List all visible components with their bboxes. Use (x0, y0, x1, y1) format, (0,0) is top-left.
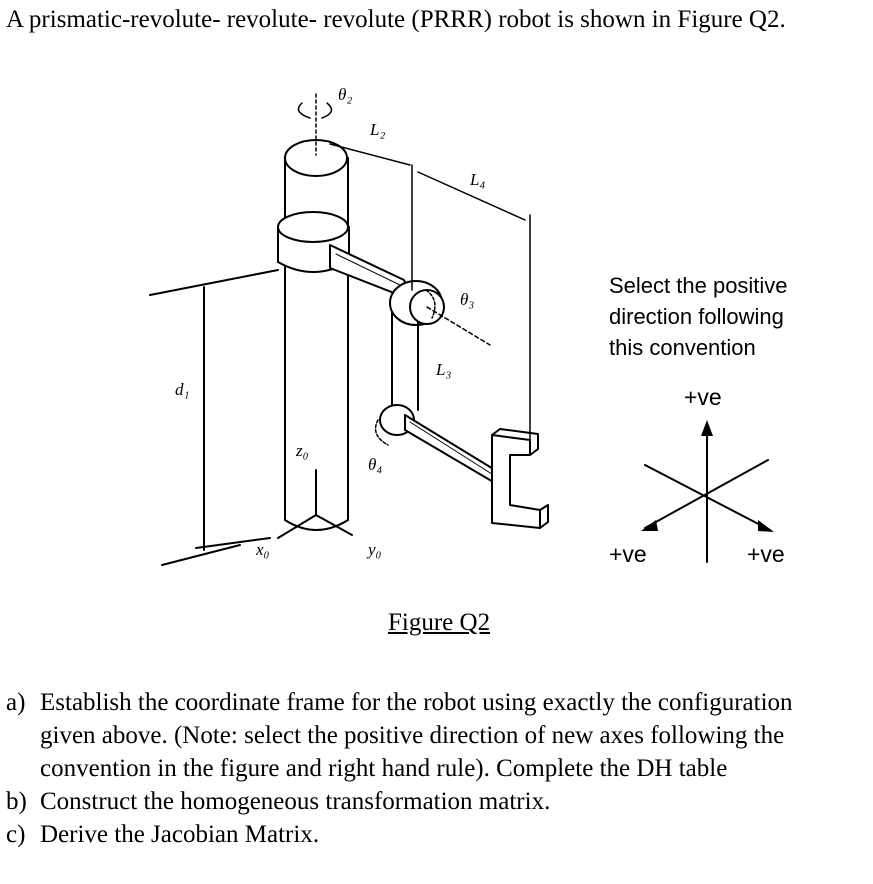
x0-axis (277, 514, 317, 539)
label-x0: x₀ (255, 540, 270, 559)
convention-line-3: this convention (609, 335, 756, 360)
convention-top-label: +ve (684, 384, 722, 410)
label-theta3: θ₃ (460, 290, 474, 309)
theta4-arc (374, 419, 389, 446)
cylinder-top (284, 139, 348, 177)
label-d1: d₁ (175, 380, 189, 399)
label-theta4: θ₄ (368, 455, 382, 474)
conv-diag-left (644, 464, 771, 531)
gripper (491, 434, 541, 529)
convention-right-label: +ve (747, 541, 785, 567)
arm-link-3 (391, 311, 419, 411)
question-b-line-1: Construct the homogeneous transformation… (40, 788, 551, 815)
conv-arrow-right (758, 520, 774, 532)
convention-left-label: +ve (609, 541, 647, 567)
label-theta2: θ₂ (338, 85, 352, 104)
label-y0: y₀ (366, 540, 382, 559)
convention-note: Select the positive direction following … (609, 270, 788, 363)
l4-dimension-line (417, 171, 526, 221)
question-a-line-2: given above. (Note: select the positive … (40, 722, 785, 749)
label-l2: L₂ (369, 120, 385, 139)
theta3-arc (425, 289, 436, 319)
question-a-line-1: Establish the coordinate frame for the r… (40, 689, 793, 716)
label-z0: z₀ (295, 441, 309, 460)
problem-intro: A prismatic-revolute- revolute- revolute… (6, 6, 786, 33)
l2-dimension-line (329, 143, 411, 166)
question-b: b) Construct the homogeneous transformati… (6, 785, 550, 818)
convention-line-1: Select the positive (609, 273, 788, 298)
question-a: a) Establish the coordinate frame for the… (6, 686, 793, 785)
arm-link-4 (404, 414, 496, 484)
question-c-label: c) (6, 821, 26, 848)
label-l3: L₃ (435, 360, 451, 379)
question-c-line-1: Derive the Jacobian Matrix. (40, 821, 320, 848)
question-a-label: a) (6, 689, 26, 716)
y0-axis (315, 514, 353, 536)
base-line (161, 544, 241, 566)
conv-arrow-top (701, 420, 713, 436)
conv-arrow-left (641, 520, 658, 531)
question-b-label: b) (6, 788, 27, 815)
conv-diag-right (644, 459, 769, 529)
theta2-arc (297, 102, 333, 119)
question-c: c) Derive the Jacobian Matrix. (6, 818, 319, 851)
top-reference-line (149, 269, 279, 296)
label-l4: L₄ (469, 170, 485, 189)
question-a-line-3: convention in the figure and right hand … (40, 755, 728, 782)
figure-caption: Figure Q2 (388, 609, 491, 636)
convention-line-2: direction following (609, 304, 784, 329)
